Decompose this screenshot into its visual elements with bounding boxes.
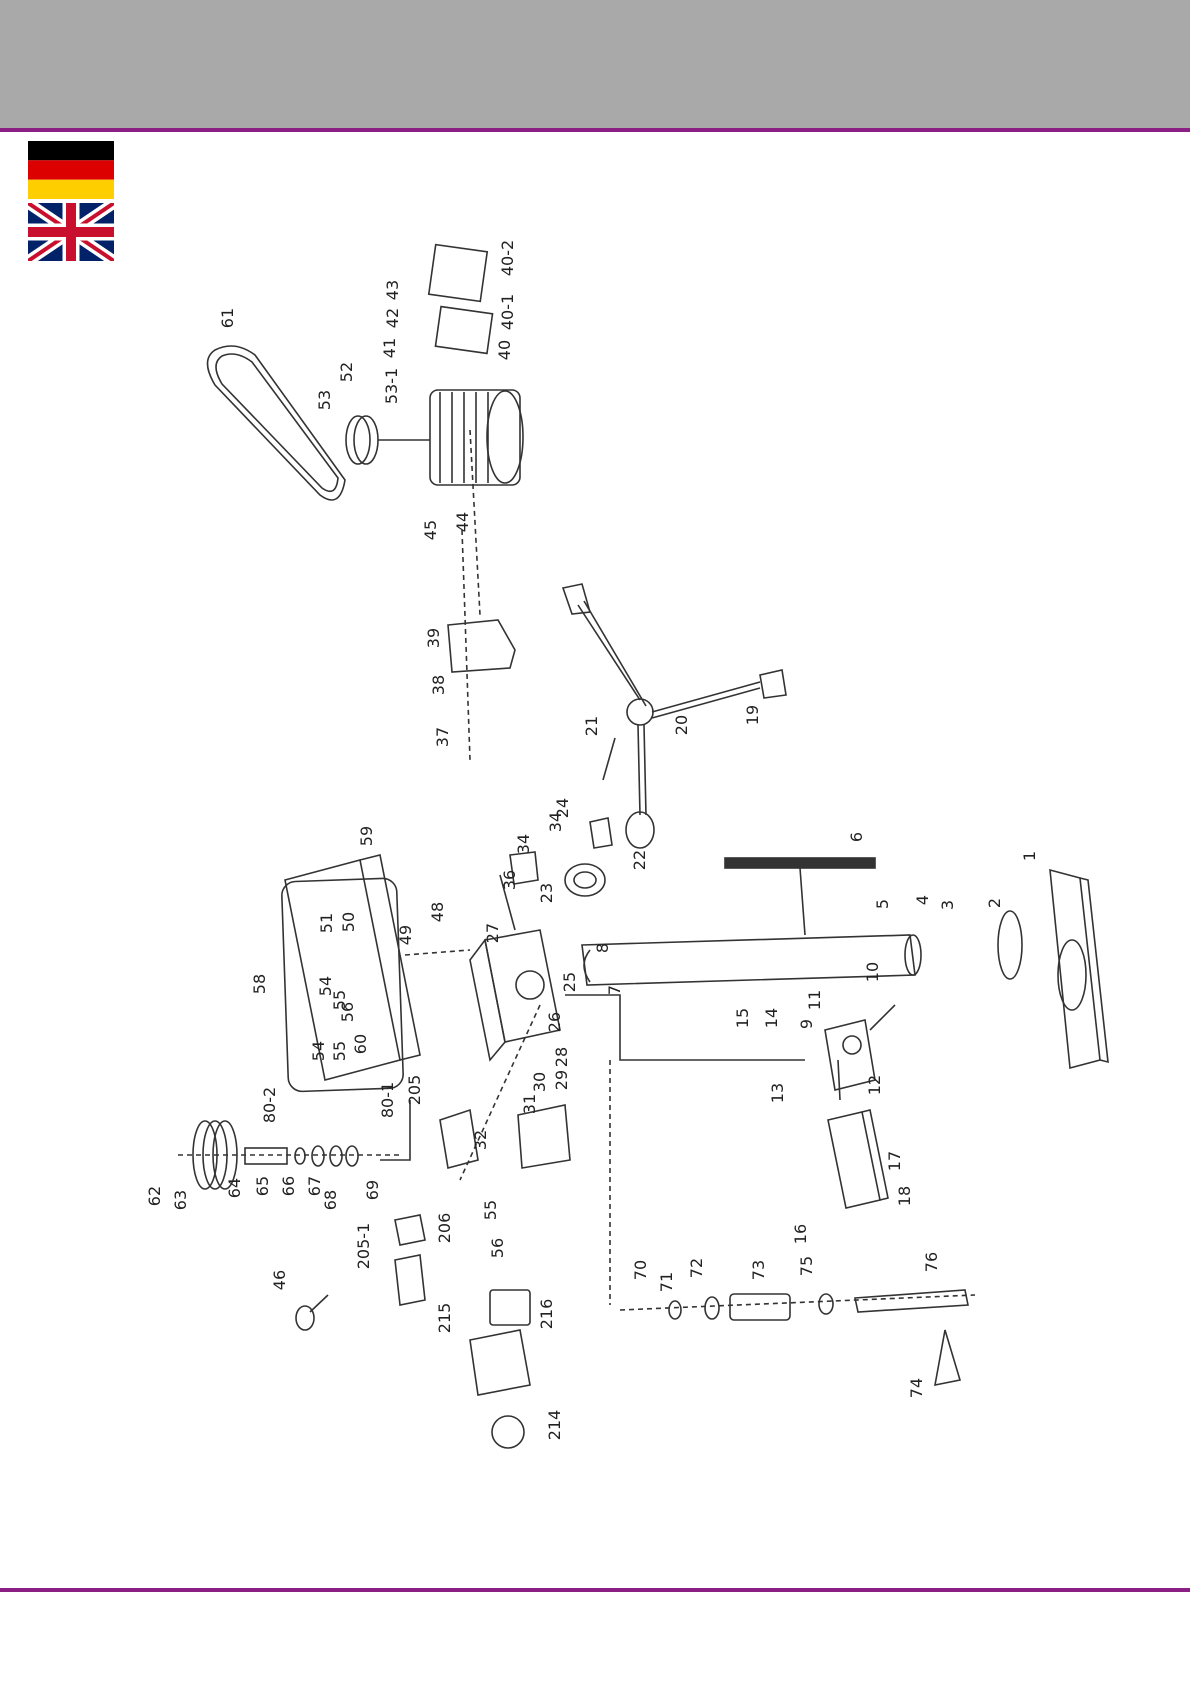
- part-number-label: 22: [630, 850, 649, 870]
- part-number-label: 68: [321, 1190, 340, 1210]
- motor-bracket-drawing: [448, 620, 515, 672]
- rack-drawing: [725, 858, 875, 868]
- part-number-label: 80-1: [378, 1082, 397, 1118]
- part-number-label: 6: [847, 832, 866, 842]
- part-number-label: 4: [913, 895, 932, 905]
- part-number-label: 34: [514, 834, 533, 854]
- part-number-label: 58: [250, 974, 269, 994]
- part-number-label: 5: [873, 899, 892, 909]
- part-number-label: 36: [500, 870, 519, 890]
- part-number-label: 42: [383, 308, 402, 328]
- part-number-label: 63: [171, 1190, 190, 1210]
- part-number-label: 9: [797, 1019, 816, 1029]
- part-number-label: 40-1: [498, 294, 517, 330]
- part-number-label: 15: [733, 1008, 752, 1028]
- part-number-label: 29: [552, 1070, 571, 1090]
- quill-drawing: [730, 1294, 790, 1320]
- part-number-label: 44: [453, 512, 472, 532]
- part-number-label: 43: [383, 280, 402, 300]
- part-number-label: 11: [805, 990, 824, 1010]
- part-number-label: 56: [338, 1002, 357, 1022]
- motor-drawing: [430, 390, 520, 485]
- part-number-label: 23: [537, 883, 556, 903]
- part-number-label: 27: [483, 923, 502, 943]
- v-belt-drawing: [208, 346, 346, 500]
- part-number-label: 64: [225, 1178, 244, 1198]
- part-number-label: 18: [895, 1186, 914, 1206]
- feed-handle-hub-drawing: [627, 699, 653, 725]
- drift-key-drawing: [935, 1330, 960, 1385]
- part-number-label: 52: [337, 362, 356, 382]
- part-number-label: 216: [537, 1299, 556, 1330]
- part-number-label: 74: [907, 1378, 926, 1398]
- part-number-label: 10: [863, 962, 882, 982]
- part-number-label: 80-2: [260, 1087, 279, 1123]
- part-number-label: 12: [865, 1075, 884, 1095]
- part-number-label: 39: [424, 628, 443, 648]
- work-table-drawing: [828, 1112, 880, 1208]
- part-number-label: 205: [405, 1075, 424, 1106]
- part-number-label: 17: [885, 1151, 904, 1171]
- part-number-label: 53: [315, 390, 334, 410]
- part-number-label: 37: [433, 727, 452, 747]
- part-number-label: 73: [749, 1260, 768, 1280]
- part-number-label: 41: [380, 338, 399, 358]
- chuck-key-drawing: [296, 1306, 314, 1330]
- part-number-label: 72: [687, 1258, 706, 1278]
- part-number-label: 31: [520, 1094, 539, 1114]
- part-number-label: 2: [985, 898, 1004, 908]
- part-number-label: 25: [560, 972, 579, 992]
- part-number-label: 214: [545, 1410, 564, 1441]
- gear-ring-drawing: [565, 864, 605, 896]
- footer-accent-line: [0, 1588, 1190, 1592]
- part-number-label: 26: [545, 1012, 564, 1032]
- part-number-label: 65: [253, 1176, 272, 1196]
- part-number-label: 66: [279, 1176, 298, 1196]
- part-number-label: 61: [218, 308, 237, 328]
- part-number-label: 205-1: [354, 1223, 373, 1270]
- part-number-label: 40: [495, 340, 514, 360]
- part-number-label: 7: [605, 985, 624, 995]
- part-number-label: 20: [672, 715, 691, 735]
- part-number-label: 38: [429, 675, 448, 695]
- part-number-label: 59: [357, 826, 376, 846]
- part-number-label: 60: [351, 1034, 370, 1054]
- column-flange-drawing: [998, 911, 1022, 979]
- part-number-label: 54: [309, 1041, 328, 1061]
- part-number-label: 3: [938, 900, 957, 910]
- part-number-label: 48: [428, 902, 447, 922]
- part-number-label: 55: [330, 1041, 349, 1061]
- part-number-label: 16: [791, 1224, 810, 1244]
- part-number-label: 21: [582, 716, 601, 736]
- part-number-label: 53-1: [382, 368, 401, 404]
- part-number-label: 1: [1020, 851, 1039, 861]
- part-number-label: 32: [471, 1130, 490, 1150]
- part-number-label: 19: [743, 705, 762, 725]
- part-number-label: 50: [339, 912, 358, 932]
- part-number-label: 56: [488, 1238, 507, 1258]
- part-number-label: 215: [435, 1303, 454, 1334]
- part-number-label: 71: [657, 1272, 676, 1292]
- part-number-label: 70: [631, 1260, 650, 1280]
- part-number-label: 206: [435, 1213, 454, 1244]
- part-number-label: 69: [363, 1180, 382, 1200]
- part-number-label: 45: [421, 520, 440, 540]
- part-number-label: 14: [762, 1008, 781, 1028]
- part-number-label: 8: [593, 943, 612, 953]
- part-number-label: 76: [922, 1252, 941, 1272]
- part-number-label: 46: [270, 1270, 289, 1290]
- part-number-label: 40-2: [498, 240, 517, 276]
- part-number-label: 55: [481, 1200, 500, 1220]
- part-number-label: 75: [797, 1256, 816, 1276]
- part-number-label: 34: [546, 812, 565, 832]
- part-number-label: 30: [530, 1072, 549, 1092]
- part-number-label: 28: [552, 1047, 571, 1067]
- part-number-label: 13: [768, 1083, 787, 1103]
- part-number-label: 51: [317, 913, 336, 933]
- part-number-label: 49: [396, 925, 415, 945]
- part-number-label: 62: [145, 1186, 164, 1206]
- switch-housing-drawing: [470, 1330, 530, 1395]
